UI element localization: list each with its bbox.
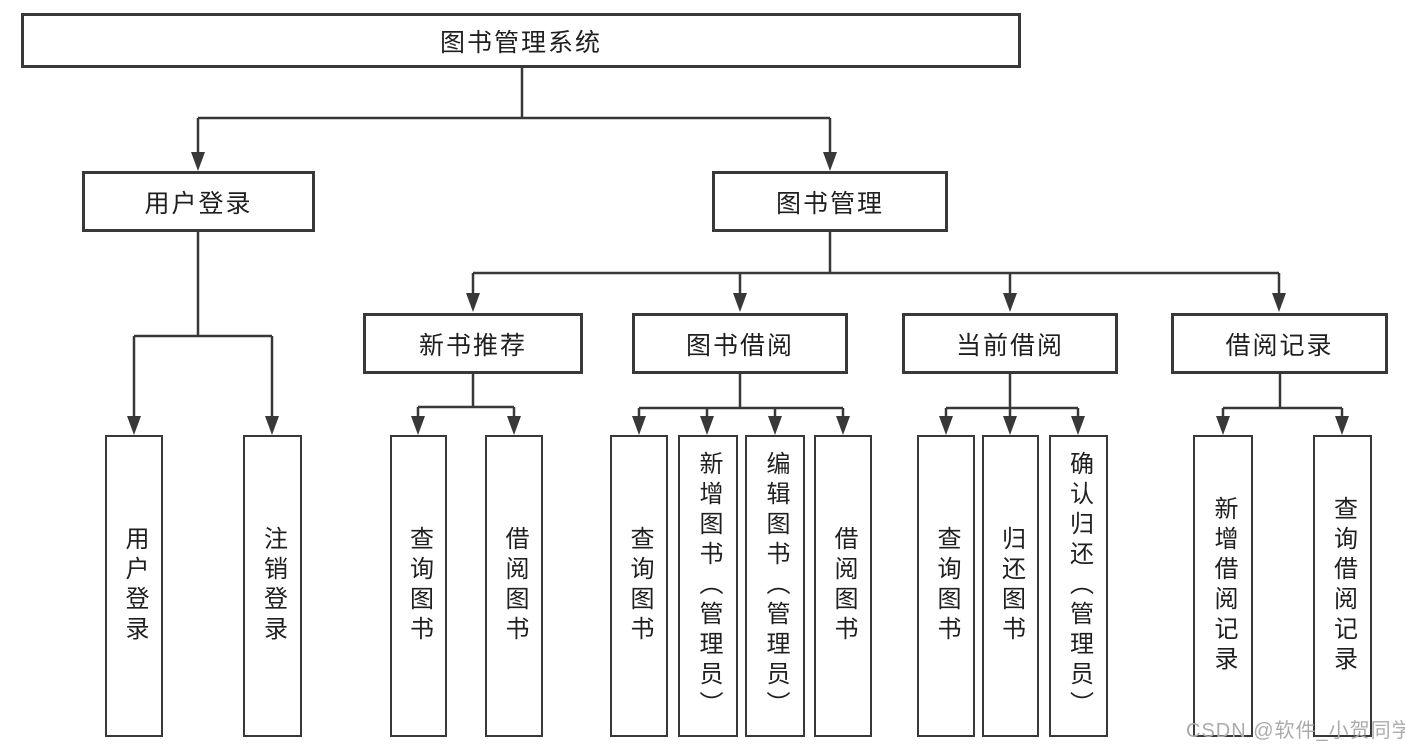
leaf-query-book: 查询图书 [610,435,668,737]
leaf-label: 查询图书 [626,526,653,646]
node-label: 图书借阅 [685,331,794,360]
leaf-label: 查询图书 [933,526,960,646]
leaf-query-book: 查询图书 [917,435,975,737]
node-current-borrow: 当前借阅 [902,313,1118,374]
node-label: 新书推荐 [418,331,527,360]
leaf-label: 查询图书 [405,526,433,646]
node-label: 图书管理 [775,189,884,218]
leaf-label: 新增图书（管理员） [695,451,722,721]
leaf-add-book-admin: 新增图书（管理员） [678,435,738,737]
leaf-query-borrow-record: 查询借阅记录 [1313,435,1372,737]
node-label: 用户登录 [144,189,253,218]
leaf-label: 新增借阅记录 [1210,496,1237,676]
leaf-borrow-book: 借阅图书 [814,435,872,737]
node-library-management-system: 图书管理系统 [21,13,1021,68]
node-label: 当前借阅 [955,331,1064,360]
leaf-user-login: 用户登录 [105,435,163,737]
leaf-label: 借阅图书 [501,526,528,646]
leaf-label: 注销登录 [259,526,287,646]
leaf-confirm-return-admin: 确认归还（管理员） [1049,435,1108,737]
leaf-label: 编辑图书（管理员） [762,451,789,721]
leaf-edit-book-admin: 编辑图书（管理员） [745,435,805,737]
node-user-login: 用户登录 [82,171,315,232]
leaf-logout: 注销登录 [243,435,302,737]
watermark-text: CSDN @软件_小贺同学 [1186,720,1405,742]
leaf-borrow-book: 借阅图书 [485,435,543,737]
leaf-label: 借阅图书 [830,526,857,646]
leaf-return-book: 归还图书 [982,435,1039,737]
node-new-book-recommend: 新书推荐 [363,313,583,374]
connector-paths [132,68,1344,417]
leaf-label: 用户登录 [121,526,148,646]
leaf-query-book: 查询图书 [390,435,447,737]
node-label: 借阅记录 [1225,331,1334,360]
node-book-management: 图书管理 [712,171,948,232]
leaf-add-borrow-record: 新增借阅记录 [1193,435,1253,737]
leaf-label: 查询借阅记录 [1329,496,1357,676]
node-label: 图书管理系统 [439,28,602,57]
node-borrow-records: 借阅记录 [1171,313,1388,374]
leaf-label: 归还图书 [997,526,1025,646]
arrowhead-icons [127,152,1349,435]
leaf-label: 确认归还（管理员） [1065,451,1093,721]
node-book-borrow: 图书借阅 [632,313,848,374]
